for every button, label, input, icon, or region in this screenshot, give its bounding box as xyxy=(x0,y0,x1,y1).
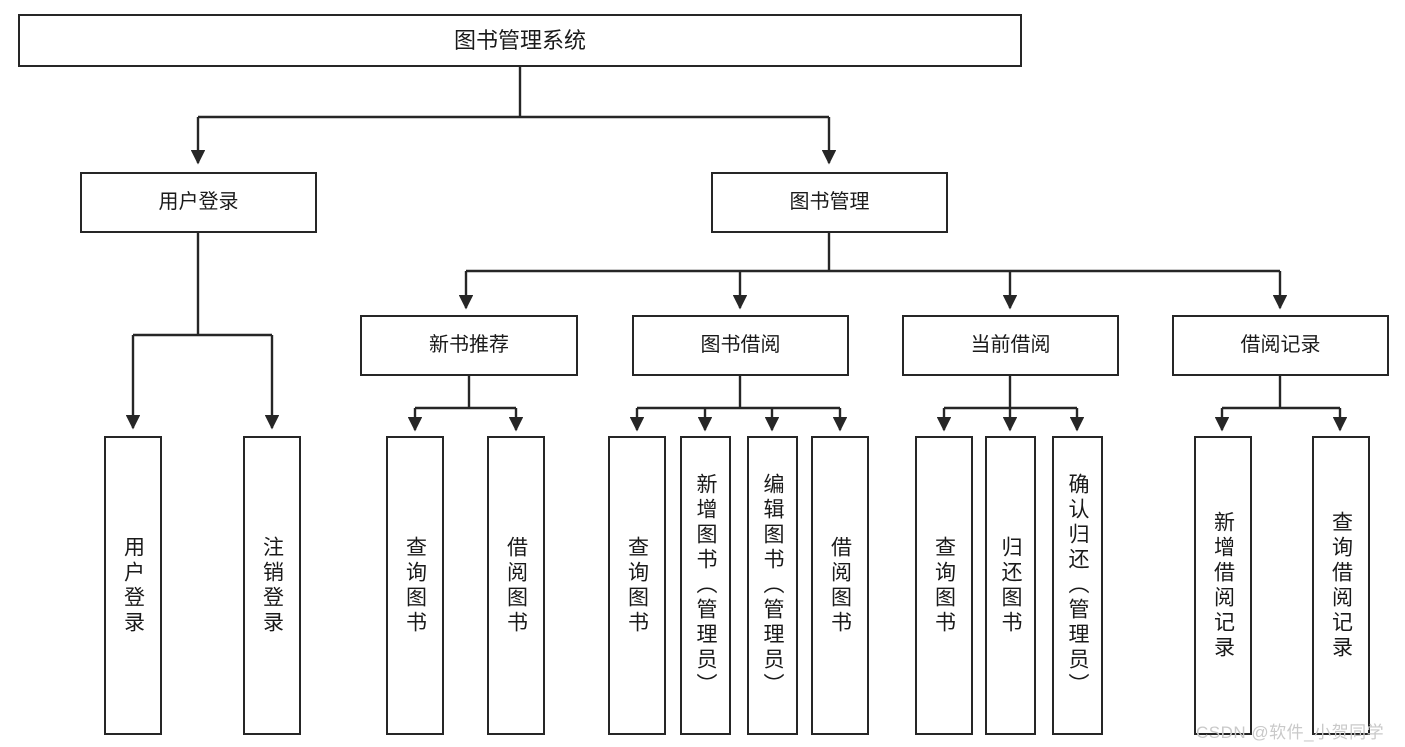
node-label: 查询图书 xyxy=(932,535,956,636)
node-label: 图书借阅 xyxy=(700,334,781,356)
node-borrow-record[interactable]: 借阅记录 xyxy=(1172,315,1389,376)
node-label: 注销登录 xyxy=(260,535,284,636)
node-label: 图书管理系统 xyxy=(453,27,586,53)
leaf-query-book-new[interactable]: 查询图书 xyxy=(386,436,444,735)
node-user-login[interactable]: 用户登录 xyxy=(80,172,317,233)
node-label: 归还图书 xyxy=(999,535,1022,636)
node-label: 借阅图书 xyxy=(504,535,528,636)
node-label: 查询图书 xyxy=(625,535,649,636)
node-label: 查询借阅记录 xyxy=(1329,510,1353,661)
leaf-query-borrow-record[interactable]: 查询借阅记录 xyxy=(1312,436,1370,735)
leaf-edit-book-admin[interactable]: 编辑图书（管理员） xyxy=(747,436,798,735)
leaf-add-book-admin[interactable]: 新增图书（管理员） xyxy=(680,436,731,735)
node-label: 编辑图书（管理员） xyxy=(761,473,784,698)
node-label: 借阅图书 xyxy=(828,535,852,636)
node-root-system[interactable]: 图书管理系统 xyxy=(18,14,1022,67)
node-label: 当前借阅 xyxy=(970,334,1051,356)
node-new-book-recommend[interactable]: 新书推荐 xyxy=(360,315,578,376)
leaf-borrow-book[interactable]: 借阅图书 xyxy=(811,436,869,735)
leaf-confirm-return-admin[interactable]: 确认归还（管理员） xyxy=(1052,436,1103,735)
leaf-user-login[interactable]: 用户登录 xyxy=(104,436,162,735)
node-label: 新书推荐 xyxy=(429,334,509,356)
leaf-query-book-current[interactable]: 查询图书 xyxy=(915,436,973,735)
node-label: 查询图书 xyxy=(403,535,427,636)
node-book-management[interactable]: 图书管理 xyxy=(711,172,948,233)
leaf-query-book-borrow[interactable]: 查询图书 xyxy=(608,436,666,735)
leaf-add-borrow-record[interactable]: 新增借阅记录 xyxy=(1194,436,1252,735)
node-book-borrow[interactable]: 图书借阅 xyxy=(632,315,849,376)
node-current-borrow[interactable]: 当前借阅 xyxy=(902,315,1119,376)
leaf-return-book[interactable]: 归还图书 xyxy=(985,436,1036,735)
leaf-borrow-book-new[interactable]: 借阅图书 xyxy=(487,436,545,735)
node-label: 新增图书（管理员） xyxy=(694,473,717,698)
node-label: 图书管理 xyxy=(789,191,870,213)
node-label: 确认归还（管理员） xyxy=(1066,473,1089,698)
leaf-user-logout[interactable]: 注销登录 xyxy=(243,436,301,735)
node-label: 借阅记录 xyxy=(1240,334,1321,356)
node-label: 用户登录 xyxy=(158,191,239,213)
node-label: 新增借阅记录 xyxy=(1211,510,1235,661)
node-label: 用户登录 xyxy=(121,535,145,636)
